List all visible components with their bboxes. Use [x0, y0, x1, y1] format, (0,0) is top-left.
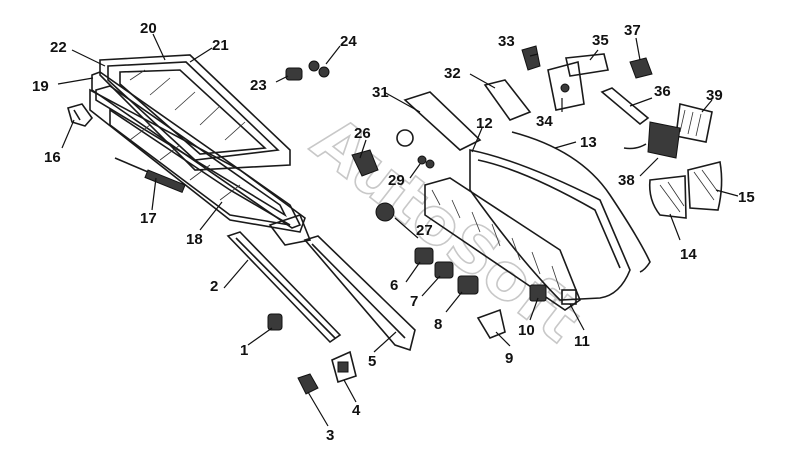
callout-33: 33 — [498, 33, 515, 50]
callout-22: 22 — [50, 39, 67, 56]
part-29-washers — [417, 155, 435, 169]
callout-4: 4 — [352, 402, 361, 419]
part-14-lens — [648, 175, 687, 219]
part-35-lamp — [565, 53, 609, 77]
callout-24: 24 — [340, 33, 357, 50]
callout-21: 21 — [212, 37, 229, 54]
callout-36: 36 — [654, 83, 671, 100]
callout-31: 31 — [372, 84, 389, 101]
callout-2: 2 — [210, 278, 218, 295]
part-34-plate — [547, 60, 585, 111]
callout-19: 19 — [32, 78, 49, 95]
callout-35: 35 — [592, 32, 609, 49]
callout-1: 1 — [240, 342, 248, 359]
part-17-strut — [114, 157, 186, 194]
callout-39: 39 — [706, 87, 723, 104]
callout-17: 17 — [140, 210, 157, 227]
callout-5: 5 — [368, 353, 376, 370]
callout-37: 37 — [624, 22, 641, 39]
part-13-seal — [511, 131, 651, 273]
callout-15: 15 — [738, 189, 755, 206]
callout-7: 7 — [410, 293, 418, 310]
part-23-hinge — [285, 67, 303, 81]
part-16-clip — [67, 103, 94, 127]
part-1-fixture — [267, 313, 283, 331]
callout-8: 8 — [434, 316, 442, 333]
leader-lines — [57, 33, 739, 427]
callout-9: 9 — [505, 350, 513, 367]
callout-13: 13 — [580, 134, 597, 151]
callout-3: 3 — [326, 427, 334, 444]
callout-34: 34 — [536, 113, 553, 130]
callout-32: 32 — [444, 65, 461, 82]
callout-labels: 1 2 3 4 5 6 7 8 9 10 11 12 13 14 15 16 1… — [32, 20, 755, 444]
part-15-lens — [687, 161, 723, 211]
callout-20: 20 — [140, 20, 157, 37]
part-3-fixture — [297, 373, 319, 395]
callout-27: 27 — [416, 222, 433, 239]
part-2-trim — [226, 231, 342, 344]
callout-18: 18 — [186, 231, 203, 248]
part-36-rod — [600, 87, 650, 126]
callout-26: 26 — [354, 125, 371, 142]
callout-23: 23 — [250, 77, 267, 94]
part-5-bar — [303, 235, 416, 352]
callout-6: 6 — [390, 277, 398, 294]
part-38-housing — [623, 121, 681, 159]
part-31-panel — [403, 91, 482, 151]
callout-10: 10 — [518, 322, 535, 339]
part-33-clip — [521, 45, 541, 71]
callout-29: 29 — [388, 172, 405, 189]
part-37-clip — [629, 57, 653, 79]
callout-14: 14 — [680, 246, 697, 263]
callout-11: 11 — [574, 333, 590, 350]
part-4-fixture — [331, 350, 357, 384]
callout-16: 16 — [44, 149, 61, 166]
callout-12: 12 — [476, 115, 493, 132]
parts-6-11-light-cluster — [414, 177, 581, 339]
callout-38: 38 — [618, 172, 635, 189]
part-12-bumper — [469, 149, 631, 301]
tailgate-frame-assembly — [89, 54, 312, 246]
part-26-lock — [351, 129, 414, 222]
part-32-panel — [483, 79, 532, 121]
part-39-lens — [675, 103, 713, 143]
part-24-bolts — [308, 60, 330, 78]
